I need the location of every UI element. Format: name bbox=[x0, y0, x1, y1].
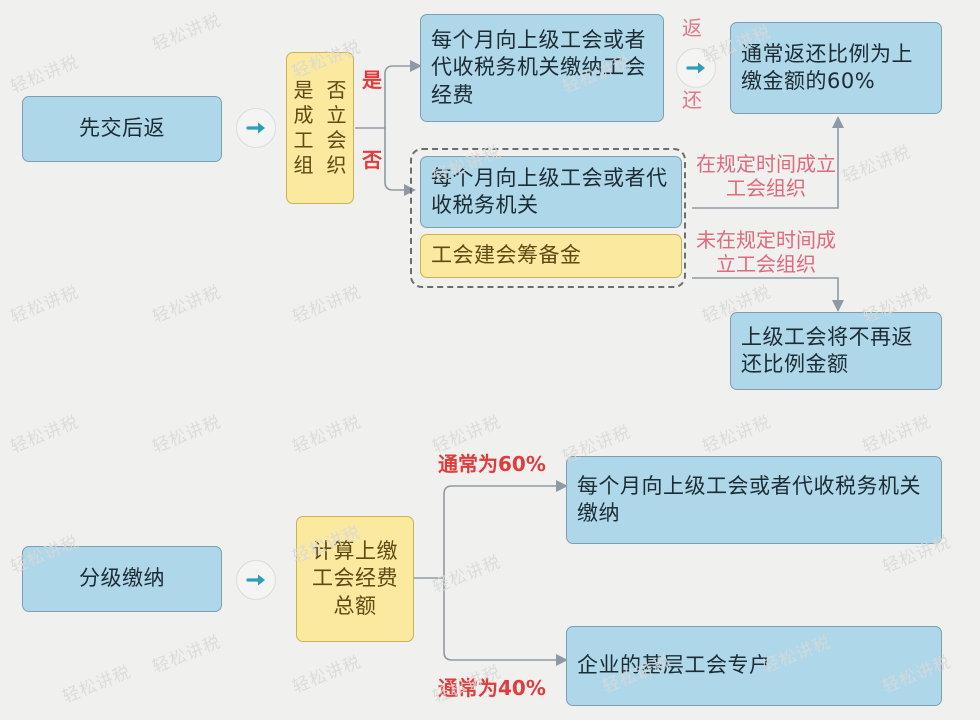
node-root-bottom-label: 分级缴纳 bbox=[79, 566, 165, 591]
group-no-branch bbox=[410, 148, 686, 288]
decision-char: 否 bbox=[326, 78, 347, 102]
node-union-prep-fund[interactable]: 工会建会筹备金 bbox=[420, 234, 682, 278]
node-grassroots-union-account-label: 企业的基层工会专户 bbox=[577, 653, 771, 678]
node-no-pay-authority-label: 每个月向上级工会或者代收税务机关 bbox=[431, 165, 668, 217]
node-decision-union[interactable]: 是 否 成 立 工 会 组 织 bbox=[286, 52, 354, 204]
arrowhead-on-time bbox=[832, 116, 844, 128]
arrowhead-60 bbox=[556, 480, 568, 492]
node-grassroots-union-account[interactable]: 企业的基层工会专户 bbox=[566, 626, 942, 706]
calc-line-2: 工会经费 bbox=[312, 566, 398, 591]
node-union-prep-fund-label: 工会建会筹备金 bbox=[431, 243, 582, 268]
node-root-top-label: 先交后返 bbox=[79, 116, 165, 141]
arrow-right-icon-return bbox=[676, 48, 716, 88]
calc-line-3: 总额 bbox=[333, 593, 377, 618]
arrowhead-late bbox=[832, 300, 844, 312]
node-no-return[interactable]: 上级工会将不再返还比例金额 bbox=[730, 312, 942, 390]
node-no-pay-authority[interactable]: 每个月向上级工会或者代收税务机关 bbox=[420, 156, 682, 228]
node-yes-pay-union-fee[interactable]: 每个月向上级工会或者代收税务机关缴纳工会经费 bbox=[420, 14, 664, 122]
wire-decision-yes bbox=[384, 65, 410, 128]
arrowhead-yes bbox=[410, 60, 422, 72]
decision-char: 组 bbox=[293, 153, 314, 177]
node-return-ratio-60-label: 通常返还比例为上缴金额的60% bbox=[741, 41, 913, 93]
arrowhead-40 bbox=[556, 654, 568, 666]
node-return-ratio-60[interactable]: 通常返还比例为上缴金额的60% bbox=[730, 22, 942, 114]
node-root-bottom[interactable]: 分级缴纳 bbox=[22, 546, 222, 612]
condition-on-time-label: 在规定时间成立工会组织 bbox=[696, 152, 836, 201]
condition-late-label: 未在规定时间成立工会组织 bbox=[696, 228, 836, 277]
node-decision-union-chars: 是 否 成 立 工 会 组 织 bbox=[287, 73, 353, 183]
node-pay-to-upper-union-label: 每个月向上级工会或者代收税务机关缴纳 bbox=[577, 473, 921, 525]
wire-late-to-noreturn bbox=[692, 277, 839, 300]
node-root-top[interactable]: 先交后返 bbox=[22, 96, 222, 162]
wire-calc-40 bbox=[443, 578, 556, 661]
decision-char: 织 bbox=[326, 153, 347, 177]
node-pay-to-upper-union[interactable]: 每个月向上级工会或者代收税务机关缴纳 bbox=[566, 456, 942, 544]
decision-char: 会 bbox=[326, 128, 347, 152]
arrow-right-icon-top bbox=[236, 108, 276, 148]
return-badge-bottom-label: 还 bbox=[682, 88, 702, 112]
branch-label-60: 通常为60% bbox=[438, 452, 546, 476]
branch-label-no: 否 bbox=[362, 148, 382, 172]
wire-decision-no bbox=[384, 128, 404, 191]
wire-on-time-to-return bbox=[692, 128, 839, 209]
arrow-right-icon-bottom bbox=[236, 560, 276, 600]
node-calc-total[interactable]: 计算上缴 工会经费 总额 bbox=[296, 516, 414, 642]
node-calc-total-label: 计算上缴 工会经费 总额 bbox=[297, 538, 413, 620]
return-badge-top-label: 返 bbox=[682, 16, 702, 40]
node-no-return-label: 上级工会将不再返还比例金额 bbox=[741, 324, 913, 376]
branch-label-yes: 是 bbox=[362, 68, 382, 92]
wire-calc-60 bbox=[443, 485, 556, 578]
decision-char: 立 bbox=[326, 103, 347, 127]
decision-char: 成 bbox=[293, 103, 314, 127]
decision-char: 工 bbox=[293, 128, 314, 152]
calc-line-1: 计算上缴 bbox=[312, 539, 398, 564]
decision-char: 是 bbox=[293, 78, 314, 102]
branch-label-40: 通常为40% bbox=[438, 676, 546, 700]
node-yes-pay-union-fee-label: 每个月向上级工会或者代收税务机关缴纳工会经费 bbox=[431, 28, 646, 107]
